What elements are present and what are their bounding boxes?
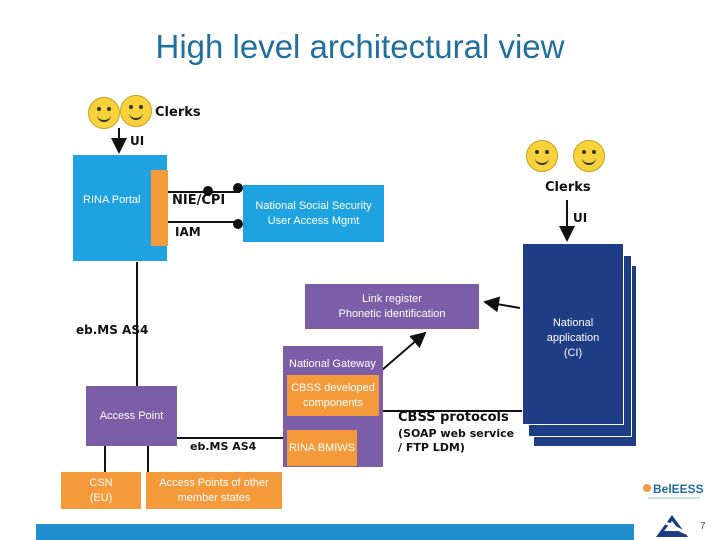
csn-line-2: (EU) — [89, 491, 113, 504]
clerk-face-icon — [88, 97, 120, 129]
iam-label: IAM — [175, 225, 201, 239]
footer-bar — [36, 524, 634, 540]
cbss-protocols-line-2: (SOAP web service — [398, 427, 515, 440]
link-register-box: Link register Phonetic identification — [305, 284, 479, 329]
beleessi-logo: BelEESSI — [642, 478, 704, 502]
page-number: 7 — [700, 521, 706, 532]
ebms-bottom-label: eb.MS AS4 — [190, 440, 257, 453]
nss-user-access-box: National Social Security User Access Mgm… — [243, 185, 384, 242]
page-title: High level architectural view — [155, 28, 565, 65]
link-line-2: Phonetic identification — [338, 307, 446, 320]
clerks-top-label: Clerks — [155, 105, 201, 120]
nss-line-2: User Access Mgmt — [267, 214, 360, 227]
access-points-other-box: Access Points of other member states — [146, 472, 282, 509]
national-app-line-1: National — [552, 317, 594, 329]
nie-cpi-label: NIE/CPI — [172, 193, 226, 208]
csn-box: CSN (EU) — [61, 472, 141, 509]
national-gateway-label: National Gateway — [289, 358, 376, 370]
rina-bmiws-box: RINA BMIWS — [287, 430, 357, 466]
clerk-face-icon — [526, 140, 558, 172]
link-line-1: Link register — [362, 292, 422, 305]
nss-line-1: National Social Security — [255, 199, 372, 212]
ui-right-label: UI — [573, 211, 588, 225]
cbss-protocols-line-3: / FTP LDM) — [398, 441, 465, 454]
clerks-right-label: Clerks — [545, 180, 591, 195]
access-point-box: Access Point — [86, 386, 177, 446]
cbss-protocols-title: CBSS protocols — [398, 410, 509, 425]
ap-other-line-1: Access Points of other — [159, 476, 269, 489]
rina-bmiws-label: RINA BMIWS — [288, 441, 355, 454]
national-app-line-2: application — [546, 331, 600, 344]
portal-interface-bar — [151, 170, 168, 246]
access-point-label: Access Point — [99, 409, 164, 422]
ebms-left-label: eb.MS AS4 — [76, 323, 149, 337]
cbss-developed-box: CBSS developed components — [287, 375, 379, 416]
clerk-face-icon — [573, 140, 605, 172]
csn-line-1: CSN — [89, 476, 113, 489]
rina-portal-label: RINA Portal — [83, 194, 141, 206]
cbss-dev-line-1: CBSS developed — [291, 381, 375, 394]
national-application-box: National application (CI) — [522, 243, 624, 425]
cbss-dev-line-2: components — [303, 396, 363, 409]
ui-top-label: UI — [130, 134, 145, 148]
ap-other-line-2: member states — [177, 491, 251, 504]
footer-logo-icon — [654, 513, 690, 539]
clerk-face-icon — [120, 95, 152, 127]
svg-text:BelEESSI: BelEESSI — [653, 482, 704, 496]
national-app-line-3: (CI) — [563, 346, 583, 359]
